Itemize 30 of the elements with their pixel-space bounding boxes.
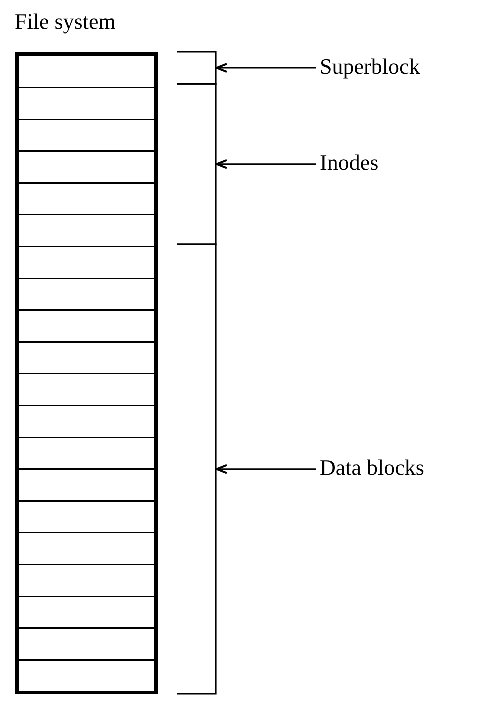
leader-arrow xyxy=(216,159,316,170)
bracket xyxy=(177,244,217,695)
leader-arrow xyxy=(216,63,316,74)
storage-block xyxy=(18,278,155,311)
storage-block xyxy=(18,500,155,534)
storage-block xyxy=(18,436,155,470)
storage-block xyxy=(18,246,155,280)
bracket xyxy=(177,83,217,246)
storage-block xyxy=(18,55,155,88)
bracket xyxy=(177,51,217,85)
storage-block xyxy=(18,564,155,598)
part-label: Superblock xyxy=(320,54,420,80)
storage-block xyxy=(18,468,155,502)
storage-block xyxy=(18,150,155,184)
storage-block xyxy=(18,118,155,152)
storage-block xyxy=(18,404,155,438)
storage-block xyxy=(18,373,155,406)
part-label: Inodes xyxy=(320,150,379,176)
part-label: Data blocks xyxy=(320,455,424,482)
storage-block xyxy=(18,596,155,629)
storage-block xyxy=(18,214,155,248)
leader-arrow xyxy=(216,464,316,474)
storage-block xyxy=(18,659,155,692)
column-heading: File system xyxy=(15,9,116,35)
storage-block xyxy=(18,627,155,661)
storage-block xyxy=(18,341,155,374)
storage-block xyxy=(18,86,155,120)
storage-block xyxy=(18,182,155,216)
storage-block xyxy=(18,309,155,343)
storage-block xyxy=(18,532,155,566)
